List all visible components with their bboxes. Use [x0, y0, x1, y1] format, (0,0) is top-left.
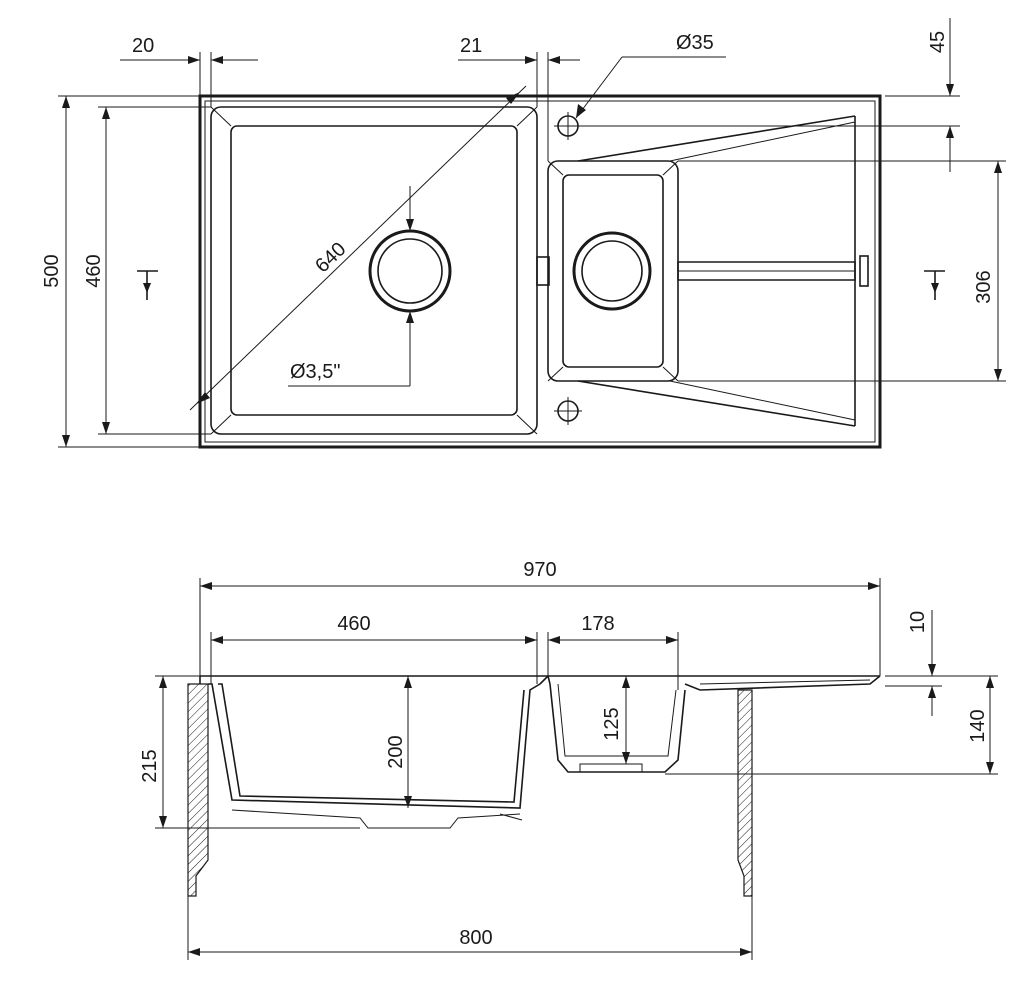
side-view: 970 460 178 10 [139, 559, 998, 960]
small-drain-inner [581, 240, 643, 302]
dim-small-bowl-depth: 306 [678, 160, 1006, 382]
dim-divider: 21 [458, 35, 580, 161]
label-small-total-height: 140 [967, 709, 989, 742]
dim-cabinet-width: 800 [187, 896, 753, 960]
dim-rim-left: 20 [120, 35, 258, 107]
drainer-stopper [859, 255, 869, 287]
dim-small-total-height: 140 [665, 675, 998, 775]
label-rim-left: 20 [132, 35, 154, 57]
cabinet-wall-left [187, 683, 209, 897]
dim-drain: Ø3,5" [288, 186, 414, 387]
label-drain: Ø3,5" [290, 361, 340, 383]
dim-small-bowl-width: 178 [547, 613, 679, 690]
main-drain-inner [377, 238, 443, 304]
label-main-bowl-width: 460 [337, 613, 370, 635]
label-hole-offset: 45 [927, 31, 949, 53]
dim-main-bowl-height: 200 [385, 676, 412, 808]
label-total-depth: 500 [41, 254, 63, 287]
small-bowl-outer [547, 160, 679, 382]
drainer-channel [677, 261, 856, 281]
tap-hole-top [554, 112, 582, 140]
main-drain-profile [231, 809, 521, 829]
main-bowl-profile [208, 683, 541, 809]
dim-hole-offset: 45 [582, 18, 960, 172]
dim-main-bowl-depth: 460 [83, 106, 211, 435]
label-main-bowl-depth: 460 [83, 254, 105, 287]
section-marker-right [924, 270, 945, 300]
sink-inner-outline [204, 100, 876, 443]
small-bowl [547, 160, 679, 382]
small-drain-outer [572, 231, 652, 311]
label-total-height: 215 [139, 749, 161, 782]
drainer-board [577, 115, 869, 427]
top-view: 20 21 Ø35 45 [41, 18, 1006, 449]
label-drainer-thickness: 10 [907, 611, 929, 633]
main-bowl-inner [230, 125, 518, 416]
dim-main-bowl-width: 460 [210, 613, 538, 684]
label-small-bowl-width: 178 [581, 613, 614, 635]
dim-hole: Ø35 [575, 32, 726, 119]
section-marker-left [137, 270, 158, 300]
label-small-bowl-height: 125 [601, 707, 623, 740]
tap-hole-bottom [554, 397, 582, 425]
dim-diagonal: 640 [189, 85, 527, 411]
small-bowl-inner [562, 174, 664, 368]
main-bowl [210, 106, 538, 435]
dim-drainer-thickness: 10 [885, 610, 942, 716]
overflow-connector [536, 256, 550, 286]
main-bowl-outer [210, 106, 538, 435]
label-diagonal: 640 [311, 238, 350, 277]
drainer-profile [684, 675, 881, 691]
dim-total-width: 970 [199, 559, 881, 676]
main-drain-outer [368, 229, 452, 313]
label-main-bowl-height: 200 [385, 735, 407, 768]
dim-total-height: 215 [139, 675, 360, 829]
label-total-width: 970 [523, 559, 556, 581]
cabinet-wall-right [737, 689, 753, 897]
label-divider: 21 [460, 35, 482, 57]
label-small-bowl-depth: 306 [973, 270, 995, 303]
dim-total-depth: 500 [41, 95, 200, 448]
main-bowl-profile-inner [218, 683, 525, 803]
label-cabinet-width: 800 [459, 927, 492, 949]
dim-small-bowl-height: 125 [601, 676, 630, 764]
label-hole: Ø35 [676, 32, 714, 54]
sink-profile [199, 674, 881, 829]
sink-outline [198, 94, 882, 449]
